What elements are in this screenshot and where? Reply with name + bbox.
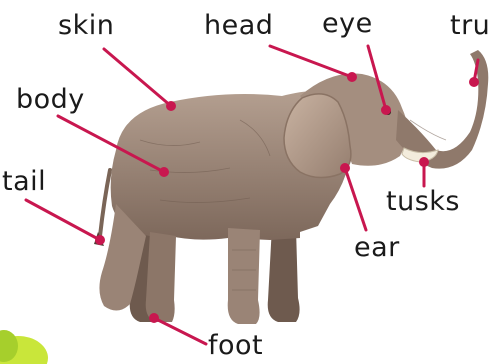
elephant-ear: [284, 94, 351, 178]
leader-dot-head: [347, 72, 357, 82]
leader-line-skin: [104, 49, 171, 106]
label-tusks: tusks: [386, 188, 460, 215]
leader-dot-body: [159, 167, 169, 177]
leader-dot-trunk: [469, 77, 479, 87]
label-foot: foot: [208, 332, 263, 359]
leader-dot-eye: [381, 105, 391, 115]
far-front-leg: [268, 226, 300, 322]
leader-line-tail: [26, 200, 100, 240]
leader-dot-foot: [149, 313, 159, 323]
label-head: head: [204, 12, 273, 39]
leader-line-ear: [345, 168, 366, 230]
tail: [100, 170, 110, 236]
leader-dot-skin: [166, 101, 176, 111]
near-hind-leg-2: [146, 232, 176, 322]
label-eye: eye: [322, 10, 373, 37]
label-trunk: tru: [450, 12, 489, 39]
label-ear: ear: [354, 234, 400, 261]
label-body: body: [16, 86, 85, 113]
leader-dot-tusks: [419, 157, 429, 167]
leader-dot-ear: [340, 163, 350, 173]
label-tail: tail: [2, 168, 46, 195]
leader-dot-tail: [95, 235, 105, 245]
leader-line-foot: [154, 318, 206, 344]
leader-line-head: [270, 46, 352, 77]
near-front-leg: [228, 228, 260, 324]
corner-leaf-decoration: [0, 330, 48, 364]
label-skin: skin: [58, 12, 114, 39]
